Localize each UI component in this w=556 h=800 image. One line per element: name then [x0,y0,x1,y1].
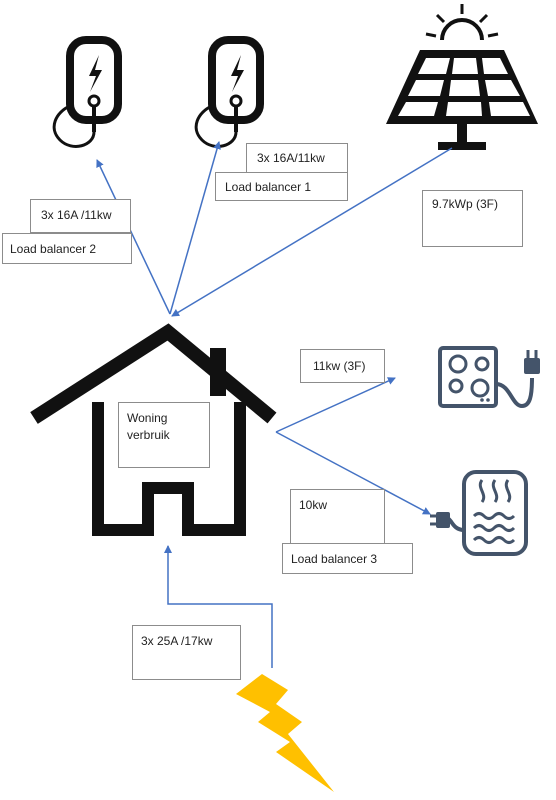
cooktop-icon [438,346,540,409]
load-balancer-2-box: Load balancer 2 [2,233,132,264]
plug-icon [524,350,540,374]
charger-1-spec-box: 3x 16A /11kw [30,199,131,233]
grid-connection-box: 3x 25A /17kw [132,625,241,680]
water-heater-icon [430,470,528,556]
solar-spec-label: 9.7kWp (3F) [432,197,499,211]
ev-charger-icon [194,36,264,148]
lightning-bolt-icon [236,674,334,792]
charger-2-spec-box: 3x 16A/11kw [246,143,348,173]
arrow-to-water-heater [275,431,431,515]
load-balancer-3-box: Load balancer 3 [282,543,413,574]
charger-2-spec-label: 3x 16A/11kw [257,151,325,165]
house-consumption-box: Woning verbruik [118,402,210,468]
charger-1-spec-label: 3x 16A /11kw [41,208,112,222]
ev-charger-icon [52,36,122,148]
arrow-from-solar-panel [171,147,453,317]
house-label-line-2: verbruik [127,428,170,442]
water-heater-spec-box: 10kw [290,489,385,544]
grid-connection-label: 3x 25A /17kw [141,634,213,648]
water-heater-spec-label: 10kw [299,498,328,512]
cooktop-spec-label: 11kw (3F) [313,359,366,373]
load-balancer-1-label: Load balancer 1 [225,180,312,194]
arrow-to-ev-charger-1 [96,159,171,315]
house-icon [30,323,277,536]
arrow-from-grid [164,545,273,668]
load-balancer-1-box: Load balancer 1 [215,172,348,201]
load-balancer-2-label: Load balancer 2 [10,242,97,256]
cooktop-spec-box: 11kw (3F) [300,349,385,383]
solar-spec-box: 9.7kWp (3F) [422,190,523,247]
solar-panel-icon [386,4,538,150]
arrow-to-ev-charger-2 [169,141,221,315]
house-label-line-1: Woning [127,411,168,425]
load-balancer-3-label: Load balancer 3 [291,552,378,566]
connection-arrows [96,141,453,668]
arrow-to-cooktop [275,377,396,433]
sun-icon [425,4,499,41]
plug-icon [430,512,450,528]
